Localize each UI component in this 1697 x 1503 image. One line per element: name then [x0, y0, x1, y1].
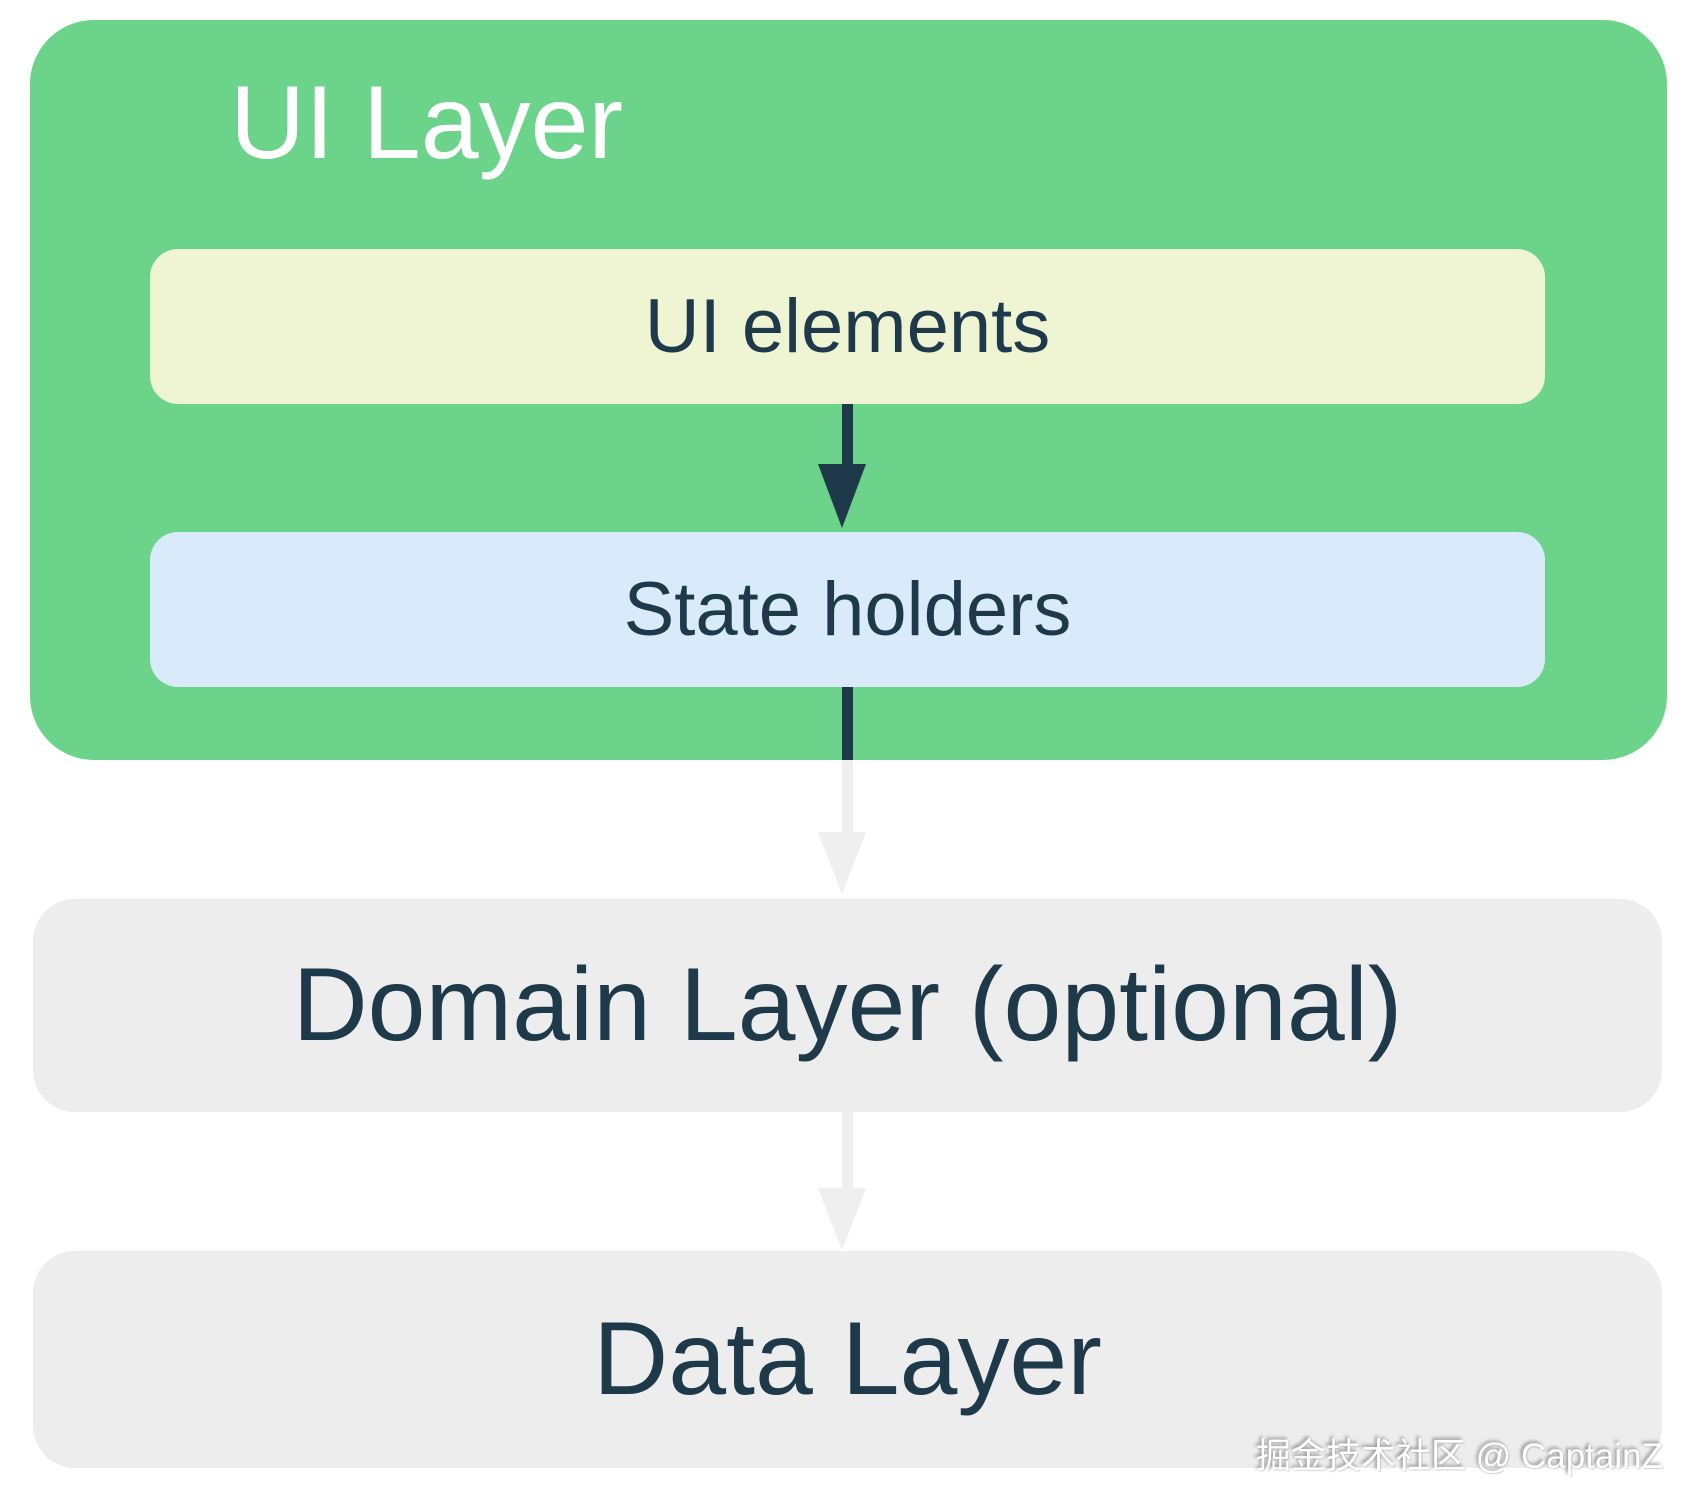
domain-layer-label: Domain Layer (optional): [292, 947, 1403, 1063]
data-layer-label: Data Layer: [593, 1301, 1102, 1417]
arrow-stem: [842, 1112, 853, 1188]
state-holders-box: State holders: [150, 532, 1545, 687]
state-holders-label: State holders: [623, 567, 1072, 652]
arrow-stem: [842, 687, 853, 760]
arrow-stem: [842, 760, 853, 834]
arrow-down-icon: [818, 1188, 866, 1250]
arrow-down-icon: [818, 464, 866, 528]
watermark: 掘金技术社区 @ CaptainZ: [1256, 1437, 1663, 1476]
arrow-down-icon: [818, 832, 866, 894]
ui-elements-box: UI elements: [150, 249, 1545, 404]
ui-elements-label: UI elements: [644, 284, 1051, 369]
ui-layer-title: UI Layer: [230, 65, 624, 181]
arrow-stem: [842, 404, 853, 466]
ui-layer-box: UI Layer UI elements State holders: [30, 20, 1667, 760]
data-layer-box: Data Layer: [33, 1251, 1662, 1468]
domain-layer-box: Domain Layer (optional): [33, 899, 1662, 1112]
